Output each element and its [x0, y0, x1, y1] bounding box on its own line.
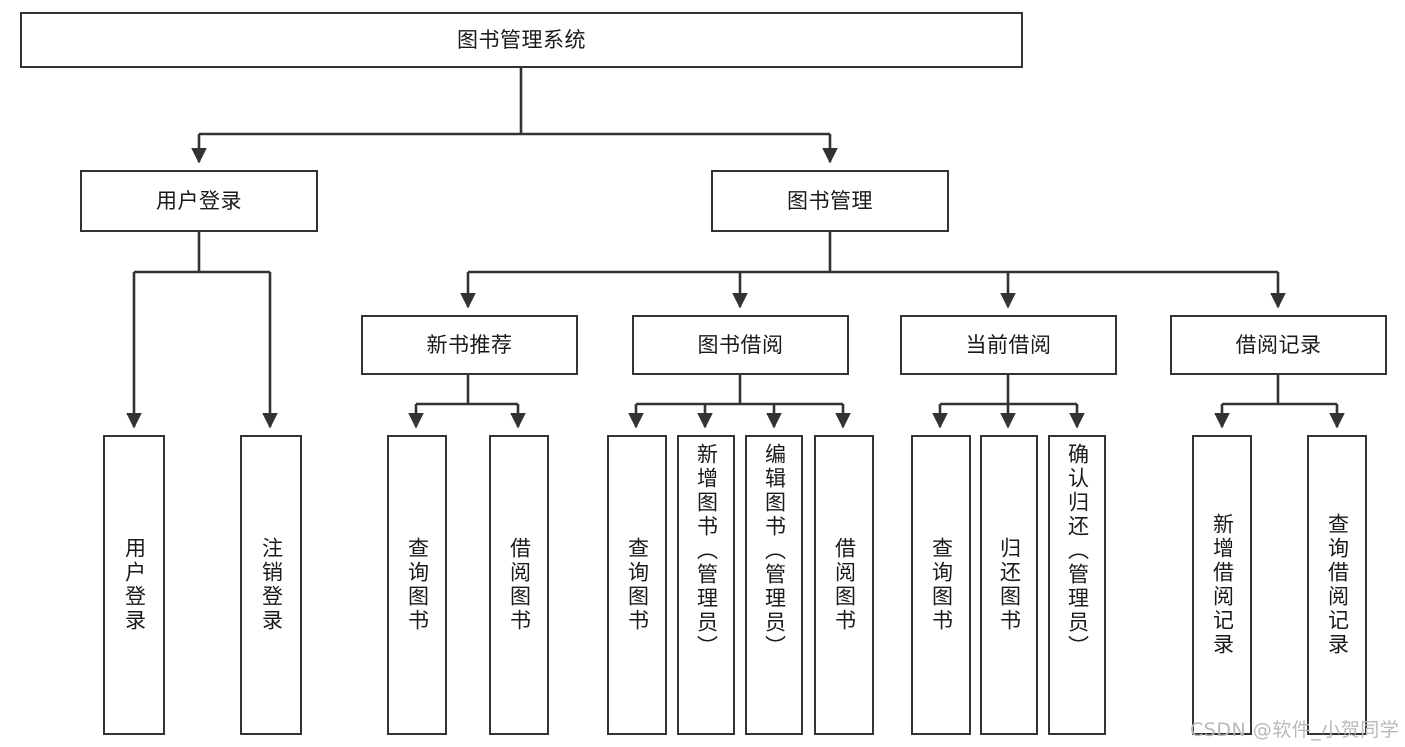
leaf-borrow-record-query-record[interactable]: 查询借阅记录	[1307, 435, 1367, 735]
leaf-current-borrow-query-book[interactable]: 查询图书	[911, 435, 971, 735]
node-label: 查询借阅记录	[1325, 513, 1350, 657]
node-book-management[interactable]: 图书管理	[711, 170, 949, 232]
leaf-new-book-query-book[interactable]: 查询图书	[387, 435, 447, 735]
node-label: 新增图书（管理员）	[694, 443, 719, 659]
leaf-current-borrow-confirm-return[interactable]: 确认归还（管理员）	[1048, 435, 1106, 735]
node-label: 新书推荐	[426, 332, 513, 357]
node-label: 图书管理	[787, 188, 873, 213]
leaf-book-borrow-edit-book[interactable]: 编辑图书（管理员）	[745, 435, 803, 735]
node-label: 图书借阅	[697, 332, 784, 357]
node-current-borrow[interactable]: 当前借阅	[900, 315, 1117, 375]
node-label: 新增借阅记录	[1210, 513, 1235, 657]
node-label: 借阅图书	[832, 537, 857, 633]
node-label: 查询图书	[625, 537, 650, 633]
node-user-login[interactable]: 用户登录	[80, 170, 318, 232]
node-label: 归还图书	[997, 537, 1022, 633]
node-label: 编辑图书（管理员）	[762, 443, 787, 659]
node-label: 查询图书	[405, 537, 430, 633]
node-label: 用户登录	[122, 537, 147, 633]
leaf-book-borrow-add-book[interactable]: 新增图书（管理员）	[677, 435, 735, 735]
leaf-borrow-record-add-record[interactable]: 新增借阅记录	[1192, 435, 1252, 735]
node-label: 查询图书	[929, 537, 954, 633]
leaf-user-login-logout[interactable]: 注销登录	[240, 435, 302, 735]
leaf-user-login-login[interactable]: 用户登录	[103, 435, 165, 735]
node-label: 当前借阅	[965, 332, 1052, 357]
leaf-book-borrow-query-book[interactable]: 查询图书	[607, 435, 667, 735]
node-new-book-recommend[interactable]: 新书推荐	[361, 315, 578, 375]
node-root-book-management-system[interactable]: 图书管理系统	[20, 12, 1023, 68]
node-label: 注销登录	[259, 537, 284, 633]
node-borrow-record[interactable]: 借阅记录	[1170, 315, 1387, 375]
node-book-borrow[interactable]: 图书借阅	[632, 315, 849, 375]
leaf-book-borrow-borrow-book[interactable]: 借阅图书	[814, 435, 874, 735]
node-label: 借阅记录	[1235, 332, 1322, 357]
leaf-new-book-borrow-book[interactable]: 借阅图书	[489, 435, 549, 735]
leaf-current-borrow-return-book[interactable]: 归还图书	[980, 435, 1038, 735]
node-label: 用户登录	[156, 188, 242, 213]
csdn-watermark: CSDN @软件_小贺同学	[1190, 719, 1400, 741]
node-label: 确认归还（管理员）	[1065, 443, 1090, 659]
node-label: 借阅图书	[507, 537, 532, 633]
node-label: 图书管理系统	[457, 27, 586, 52]
